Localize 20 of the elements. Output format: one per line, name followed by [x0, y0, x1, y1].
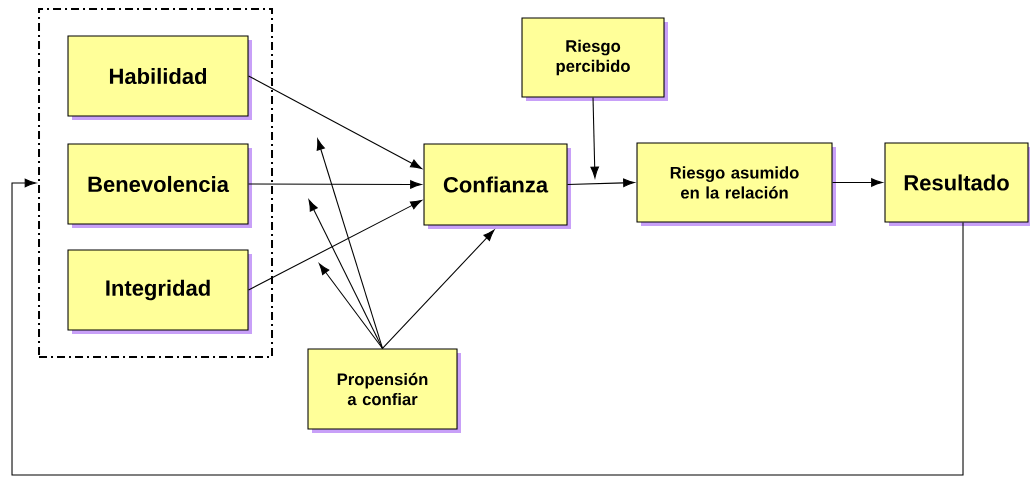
- arrow: [248, 75, 422, 169]
- arrow: [381, 229, 495, 349]
- arrow: [248, 200, 422, 291]
- arrow: [248, 180, 422, 189]
- arrow: [590, 97, 599, 179]
- arrow: [308, 199, 384, 349]
- process-box: Riesgo percibido: [521, 17, 668, 101]
- process-box: Resultado: [884, 142, 1030, 226]
- factor-box: Benevolencia: [67, 143, 252, 228]
- factor-box: Integridad: [67, 249, 252, 334]
- process-box: Confianza: [423, 143, 571, 229]
- group-frame: [38, 8, 273, 358]
- process-box: Riesgo asumido en la relación: [636, 142, 836, 226]
- process-box: Propensión a confiar: [307, 348, 461, 433]
- arrow: [567, 178, 635, 188]
- arrow: [318, 263, 384, 349]
- factor-box: Habilidad: [67, 35, 252, 120]
- arrow: [11, 178, 964, 476]
- arrow: [316, 138, 384, 349]
- arrow: [832, 178, 883, 187]
